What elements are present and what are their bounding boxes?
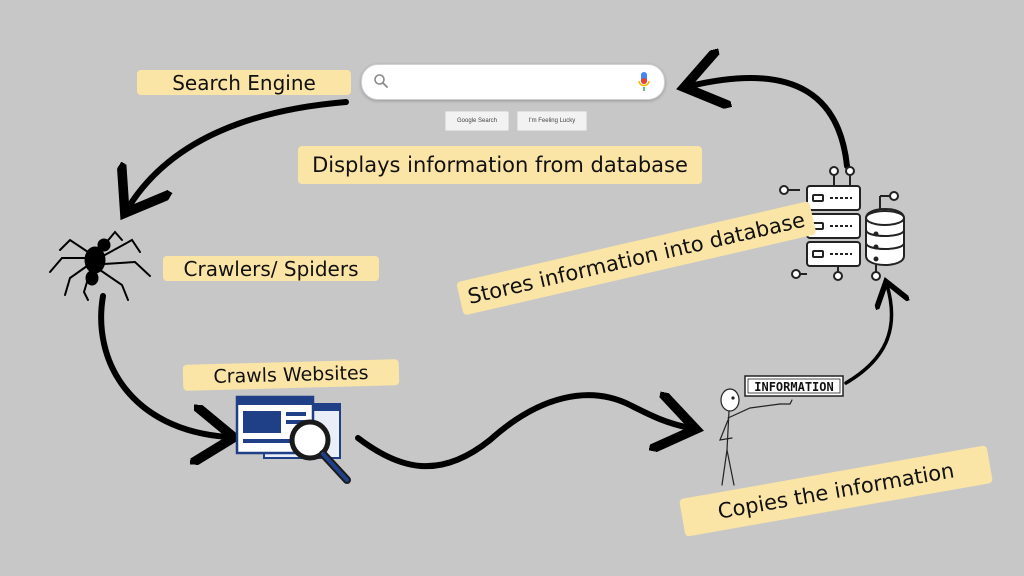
arrow-search-to-crawlers	[128, 99, 349, 208]
stick-figure-icon	[719, 388, 793, 486]
mic-icon[interactable]	[637, 71, 651, 93]
information-sign-text: INFORMATION	[754, 380, 833, 394]
search-input[interactable]	[398, 71, 632, 95]
website-magnifier-icon	[235, 395, 351, 484]
arrow-database-to-search	[690, 78, 850, 169]
arrow-websites-to-information	[355, 395, 690, 470]
search-icon	[374, 74, 388, 88]
google-search-button[interactable]: Google Search	[445, 111, 509, 131]
database-server-icon	[779, 166, 905, 281]
label-crawlers-spiders: Crawlers/ Spiders	[163, 256, 379, 281]
search-box[interactable]	[361, 64, 665, 100]
arrow-crawlers-to-websites	[98, 293, 228, 437]
spider-icon	[49, 230, 151, 301]
feeling-lucky-button[interactable]: I'm Feeling Lucky	[517, 111, 587, 131]
label-displays-information: Displays information from database	[298, 146, 702, 184]
arrow-information-to-database	[844, 285, 892, 385]
label-search-engine: Search Engine	[137, 70, 351, 95]
information-sign: INFORMATION	[744, 375, 844, 397]
